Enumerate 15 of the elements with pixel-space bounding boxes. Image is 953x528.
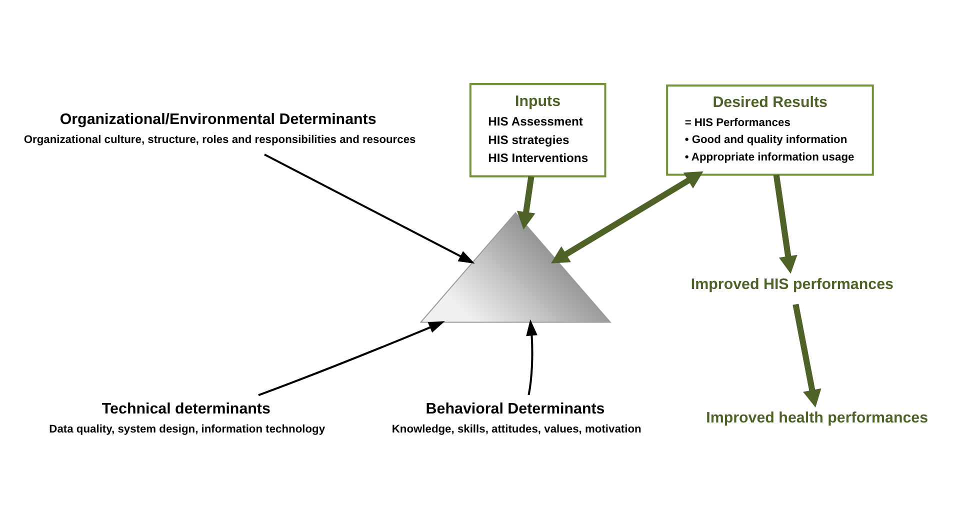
node-text: Organizational/Environmental Determinants Organizational culture, structure, roles and responsibilities and resources [24,111,416,146]
arrow [258,321,445,396]
node-text: Improved HIS performances [690,276,894,293]
node-text: Behavioral Determinants Knowledge, skills, attitudes, values, motivation [392,400,642,436]
arrow [792,304,822,408]
node-triangle [420,212,612,323]
arrow [551,171,704,264]
arrow [773,174,798,274]
node-box: Inputs HIS Assessment HIS strategies HIS Interventions [469,83,606,178]
arrow [526,319,538,396]
node-text: Improved health performances [706,410,928,427]
node-box: Desired Results = HIS Performances • Good and quality information • Appropriate information usage [666,84,874,176]
arrow [264,154,475,264]
node-text: Technical determinants Data quality, system design, information technology [49,400,326,436]
arrow [516,176,536,230]
